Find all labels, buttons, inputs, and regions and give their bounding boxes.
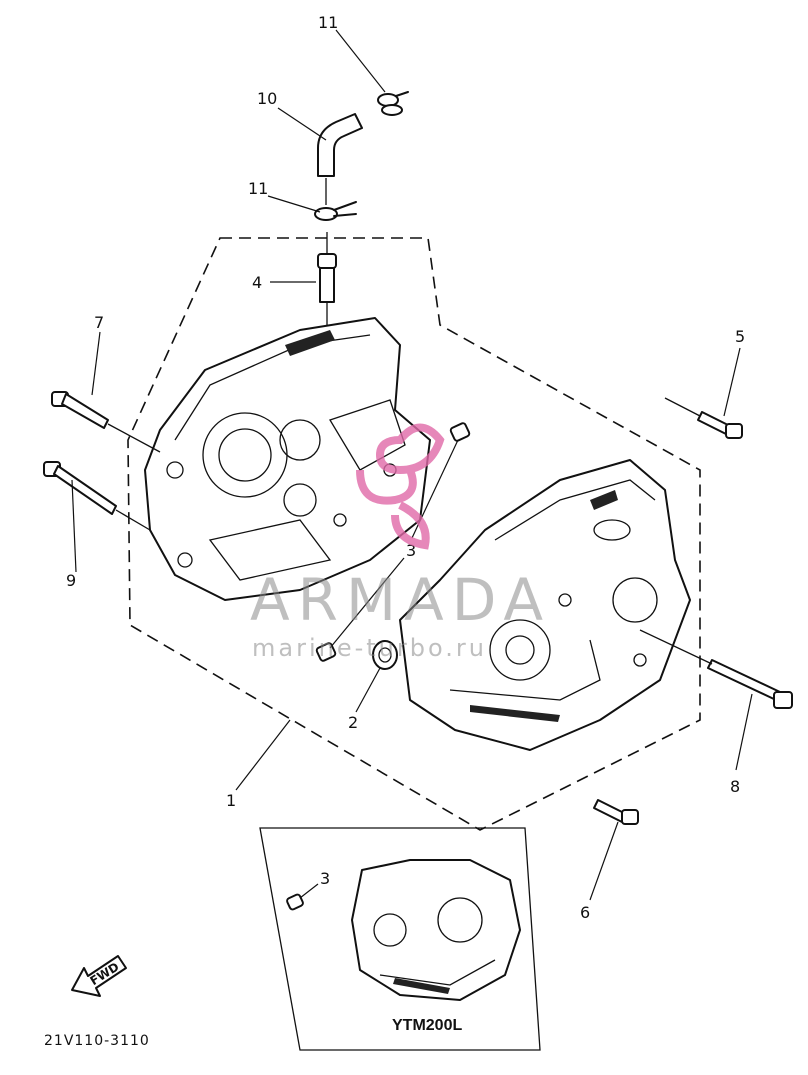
crankcase-assembly-boundary	[127, 237, 701, 831]
inset-frame	[259, 827, 541, 1051]
right-crankcase-half	[399, 459, 691, 751]
callout-10: 10	[257, 89, 277, 108]
bolt-5	[664, 397, 743, 439]
callout-7: 7	[94, 313, 104, 332]
bolt-8	[639, 629, 793, 709]
callout-4: 4	[252, 273, 262, 292]
callout-11-lower: 11	[248, 179, 268, 198]
callout-6: 6	[580, 903, 590, 922]
bolt-6	[593, 799, 639, 825]
oil-seal	[372, 640, 398, 670]
callout-1: 1	[226, 791, 236, 810]
callout-9: 9	[66, 571, 76, 590]
bolt-9	[43, 461, 151, 531]
dowel-pin-upper	[449, 422, 471, 442]
callout-8: 8	[730, 777, 740, 796]
hose-clip-top	[377, 91, 409, 116]
hose-clip-lower	[314, 201, 357, 221]
left-crankcase-half	[144, 317, 431, 601]
callout-11-top: 11	[318, 13, 338, 32]
watermark-brand: ARMADA	[250, 566, 551, 634]
callout-3-upper: 3	[406, 541, 416, 560]
callout-3-inset: 3	[320, 869, 330, 888]
drawing-code: 21V110-3110	[44, 1033, 150, 1049]
fwd-arrow-icon: FWD	[71, 955, 127, 997]
bolt-7	[51, 391, 161, 453]
callout-5: 5	[735, 327, 745, 346]
watermark-tagline: marine-turbo.ru	[252, 634, 487, 662]
inset-model-label: YTM200L	[392, 1017, 462, 1034]
callout-2: 2	[348, 713, 358, 732]
inset-crankcase	[351, 859, 521, 1001]
watermark-logo-icon	[356, 423, 445, 550]
breather-hose	[317, 113, 363, 205]
inset-dowel-pin	[286, 893, 304, 911]
